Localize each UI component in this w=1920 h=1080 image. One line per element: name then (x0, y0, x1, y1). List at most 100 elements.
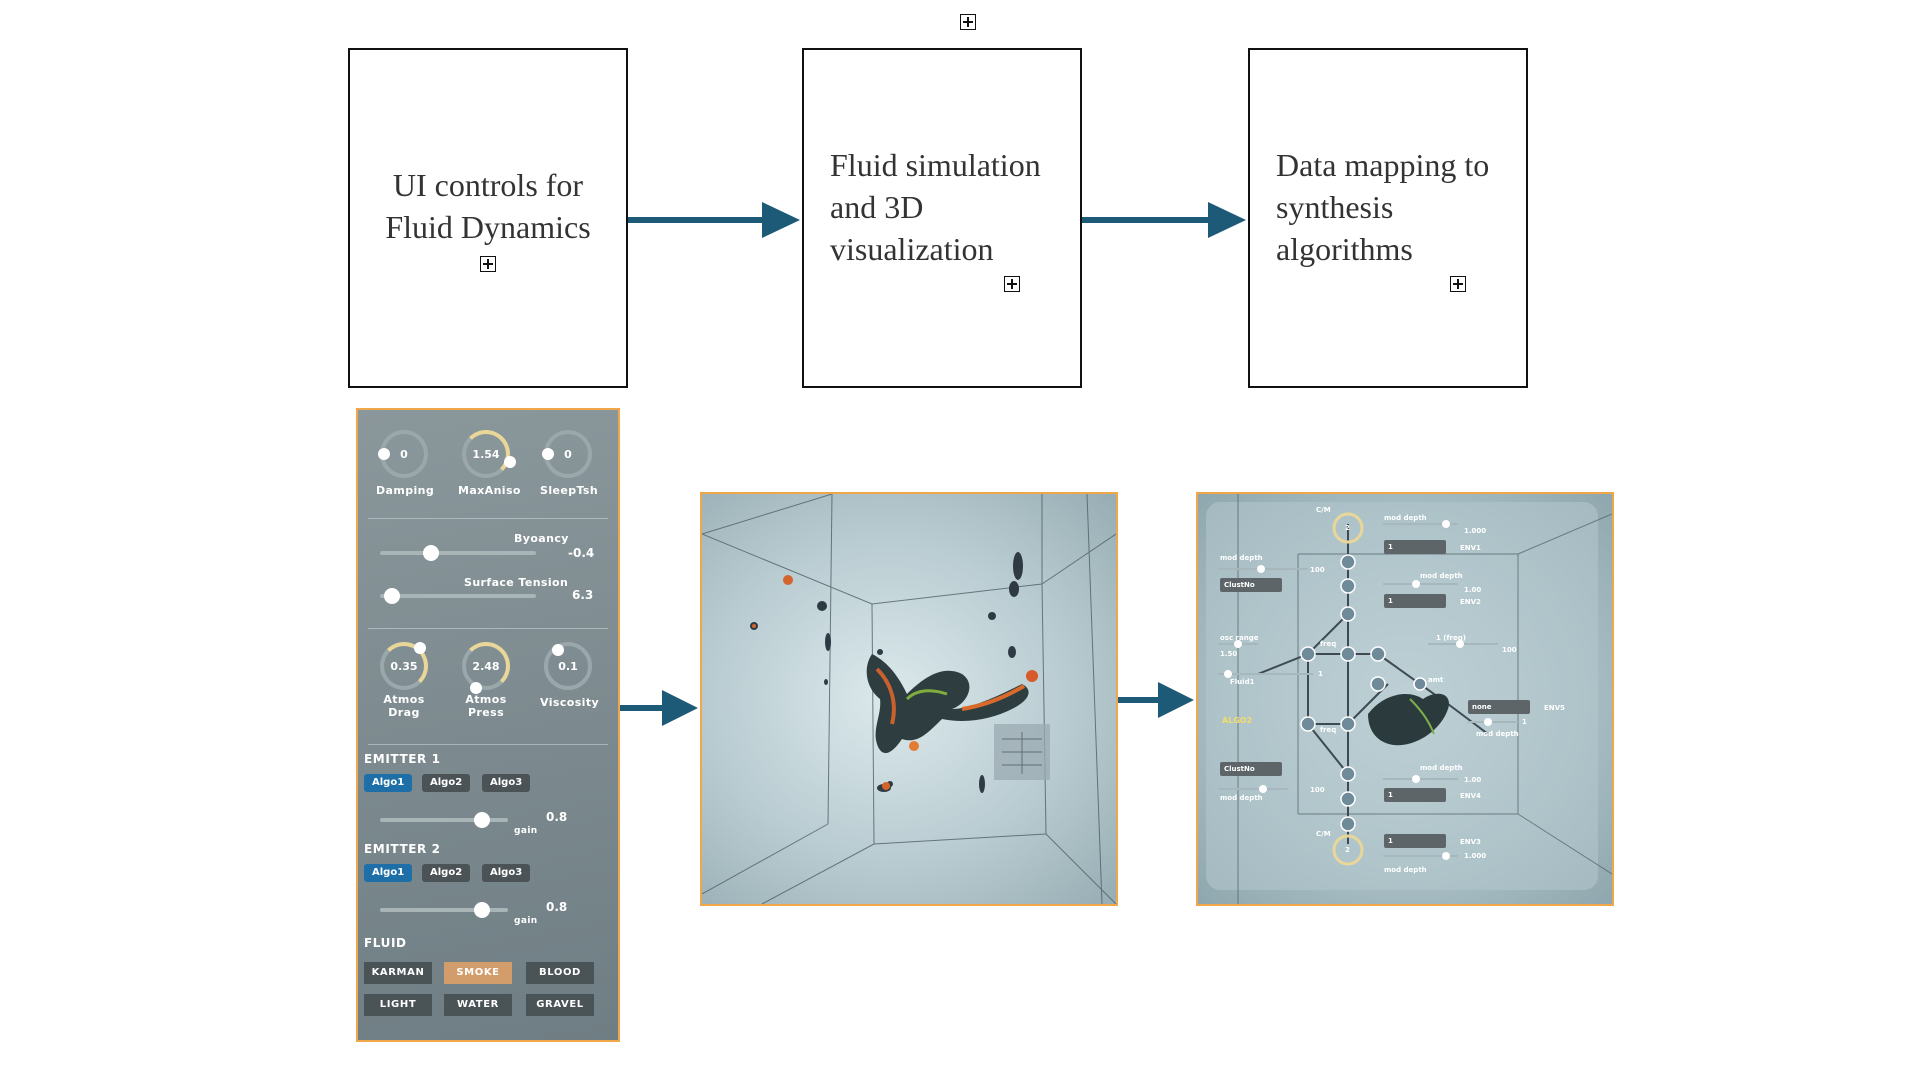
data-mapping-screenshot: C/M 2 mod depth 1.000 1 ENV1 mod depth 1… (1196, 492, 1614, 906)
fluid-water-button[interactable]: WATER (444, 994, 512, 1016)
emitter-2-algo2-button[interactable]: Algo2 (422, 864, 471, 882)
fluid-light-button[interactable]: LIGHT (364, 994, 432, 1016)
flow-box-data-mapping: Data mapping to synthesis algorithms (1248, 48, 1528, 388)
none-dropdown[interactable] (1468, 700, 1530, 714)
emitter-2-title: EMITTER 2 (364, 842, 441, 856)
emitter-1-algo3-button[interactable]: Algo3 (482, 774, 531, 792)
flow-box-fluid-simulation-label: Fluid simulation and 3D visualization (830, 147, 1041, 267)
value-1: 1 (1388, 597, 1393, 605)
divider (368, 628, 608, 629)
arrow-ui-panel-to-viz (620, 690, 698, 726)
fluid-karman-button[interactable]: KARMAN (364, 962, 432, 984)
buoyancy-label: Byoancy (514, 532, 569, 545)
mapping-graph (1218, 494, 1612, 904)
env5-label: ENV5 (1544, 704, 1565, 712)
fluid1-label: Fluid1 (1230, 678, 1255, 686)
freq-label: freq (1320, 726, 1337, 734)
add-node[interactable] (1340, 716, 1356, 732)
mod-depth-label: mod depth (1384, 514, 1427, 522)
surface-tension-label: Surface Tension (464, 576, 569, 589)
surface-tension-slider-thumb[interactable] (384, 588, 401, 604)
flow-box-ui-controls: UI controls for Fluid Dynamics (348, 48, 628, 388)
value-1: 1 (1388, 791, 1393, 799)
fluid-title: FLUID (364, 936, 407, 950)
env4-label: ENV4 (1460, 792, 1481, 800)
dropdown[interactable] (1384, 788, 1446, 802)
minus-node[interactable] (1370, 676, 1386, 692)
sleeptsh-knob[interactable]: 0 SleepTsh (540, 430, 598, 497)
atmos-press-label: Atmos Press (465, 693, 507, 719)
emitter-1-algo1-button[interactable]: Algo1 (364, 774, 413, 792)
add-node[interactable] (1300, 716, 1316, 732)
value-1000: 1.000 (1464, 527, 1487, 535)
value-1-00: 1.00 (1464, 776, 1482, 784)
maxaniso-value: 1.54 (472, 447, 500, 461)
clustno-dropdown[interactable] (1220, 578, 1282, 592)
cm-knob-top[interactable] (1332, 512, 1364, 544)
value-1: 1 (1388, 837, 1393, 845)
emitter-2-gain-slider[interactable] (380, 902, 508, 918)
amt-label: amt (1428, 676, 1444, 684)
add-node[interactable] (1300, 646, 1316, 662)
emitter-2-gain-value: 0.8 (546, 900, 568, 914)
top-anchor-icon (960, 14, 976, 30)
value-1-00: 1.00 (1464, 586, 1482, 594)
minus-node[interactable] (1340, 791, 1356, 807)
atmos-press-value: 2.48 (472, 659, 500, 673)
value-1: 1 (1388, 543, 1393, 551)
add-node[interactable] (1340, 554, 1356, 570)
atmos-press-knob[interactable]: 2.48 Atmos Press (458, 642, 514, 719)
maxaniso-label: MaxAniso (458, 484, 521, 497)
multiply-node[interactable] (1340, 606, 1356, 622)
add-node[interactable] (1340, 646, 1356, 662)
anchor-icon (1004, 276, 1020, 292)
atmos-drag-value: 0.35 (390, 659, 418, 673)
dropdown[interactable] (1384, 834, 1446, 848)
add-node[interactable] (1413, 677, 1427, 691)
env2-label: ENV2 (1460, 598, 1481, 606)
ui-controls-screenshot: 0 Damping 1.54 MaxAniso 0 SleepTsh Byoan… (356, 408, 620, 1042)
damping-value: 0 (400, 447, 408, 461)
value-1000: 1.000 (1464, 852, 1487, 860)
mapped-fluid-blob (1368, 693, 1449, 746)
surface-tension-slider[interactable] (380, 588, 536, 604)
emitter-2-algo1-button[interactable]: Algo1 (364, 864, 413, 882)
fluid-gravel-button[interactable]: GRAVEL (526, 994, 594, 1016)
emitter-2-algo3-button[interactable]: Algo3 (482, 864, 531, 882)
minus-node[interactable] (1370, 646, 1386, 662)
emitter-1-gain-value: 0.8 (546, 810, 568, 824)
anchor-icon (480, 256, 496, 272)
emitter-1-gain-slider[interactable] (380, 812, 508, 828)
cm-knob-bottom[interactable] (1332, 834, 1364, 866)
simulation-view (702, 494, 1116, 904)
fluid-smoke-button[interactable]: SMOKE (444, 962, 512, 984)
buoyancy-slider[interactable] (380, 545, 536, 561)
atmos-drag-knob[interactable]: 0.35 Atmos Drag (376, 642, 432, 719)
flow-box-ui-controls-label: UI controls for Fluid Dynamics (385, 167, 591, 245)
dropdown[interactable] (1384, 594, 1446, 608)
freq-label: freq (1320, 640, 1337, 648)
lfo-label: 1 (freq) (1436, 634, 1466, 642)
emitter-1-gain-thumb[interactable] (474, 812, 491, 828)
cm-top-label: C/M (1316, 506, 1331, 514)
emitter-2-gain-thumb[interactable] (474, 902, 491, 918)
multiply-node[interactable] (1340, 766, 1356, 782)
maxaniso-knob[interactable]: 1.54 MaxAniso (458, 430, 521, 497)
viscosity-knob[interactable]: 0.1 Viscosity (540, 642, 599, 709)
emitter-1-gain-label: gain (514, 826, 538, 836)
dropdown[interactable] (1384, 540, 1446, 554)
emitter-1-algo2-button[interactable]: Algo2 (422, 774, 471, 792)
clustno-dropdown[interactable] (1220, 762, 1282, 776)
viscosity-value: 0.1 (558, 659, 578, 673)
add-node[interactable] (1340, 816, 1356, 832)
damping-knob[interactable]: 0 Damping (376, 430, 434, 497)
none-label: none (1472, 703, 1492, 711)
knob-bottom-value: 2 (1345, 846, 1350, 854)
fluid-blood-button[interactable]: BLOOD (526, 962, 594, 984)
clustno-label: ClustNo (1224, 765, 1255, 773)
value-1: 1 (1522, 718, 1527, 726)
mod-depth-label: mod depth (1384, 866, 1427, 874)
buoyancy-slider-thumb[interactable] (423, 545, 440, 561)
minus-node[interactable] (1340, 578, 1356, 594)
osc-range-label: osc range (1220, 634, 1259, 642)
